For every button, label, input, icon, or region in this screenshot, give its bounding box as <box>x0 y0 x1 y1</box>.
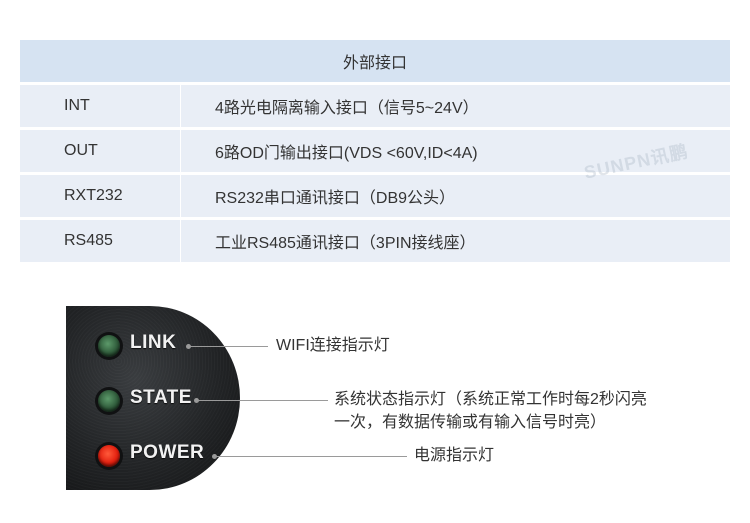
interface-desc: RS232串口通讯接口（DB9公头） <box>215 190 456 207</box>
link-leader-line <box>188 346 268 347</box>
state-leader-line <box>196 400 328 401</box>
link-led-label: LINK <box>130 332 177 353</box>
table-header: 外部接口 <box>20 40 730 82</box>
state-led-label: STATE <box>130 387 192 408</box>
link-callout: WIFI连接指示灯 <box>276 337 390 354</box>
interface-desc: 4路光电隔离输入接口（信号5~24V） <box>215 100 479 117</box>
led-panel-photo: LINK STATE POWER <box>66 306 240 490</box>
power-led-label: POWER <box>130 442 205 463</box>
interface-name: OUT <box>20 130 181 172</box>
state-callout-line1: 系统状态指示灯（系统正常工作时每2秒闪亮 <box>334 391 647 408</box>
interface-name: RXT232 <box>20 175 181 217</box>
link-led-icon <box>98 335 120 357</box>
power-leader-line <box>214 456 407 457</box>
power-led-icon <box>98 445 120 467</box>
table-row: OUT 6路OD门输出接口(VDS <60V,ID<4A) <box>20 130 730 172</box>
interface-name: RS485 <box>20 220 181 262</box>
state-led-icon <box>98 390 120 412</box>
power-callout: 电源指示灯 <box>414 447 495 464</box>
state-callout-line2: 一次，有数据传输或有输入信号时亮） <box>334 414 607 431</box>
table-row: RS485 工业RS485通讯接口（3PIN接线座） <box>20 220 730 262</box>
interface-table: 外部接口 INT 4路光电隔离输入接口（信号5~24V） OUT 6路OD门输出… <box>20 40 730 262</box>
interface-desc: 工业RS485通讯接口（3PIN接线座） <box>215 235 476 252</box>
table-row: INT 4路光电隔离输入接口（信号5~24V） <box>20 85 730 127</box>
interface-desc: 6路OD门输出接口(VDS <60V,ID<4A) <box>215 145 478 162</box>
interface-name: INT <box>20 85 181 127</box>
table-row: RXT232 RS232串口通讯接口（DB9公头） <box>20 175 730 217</box>
